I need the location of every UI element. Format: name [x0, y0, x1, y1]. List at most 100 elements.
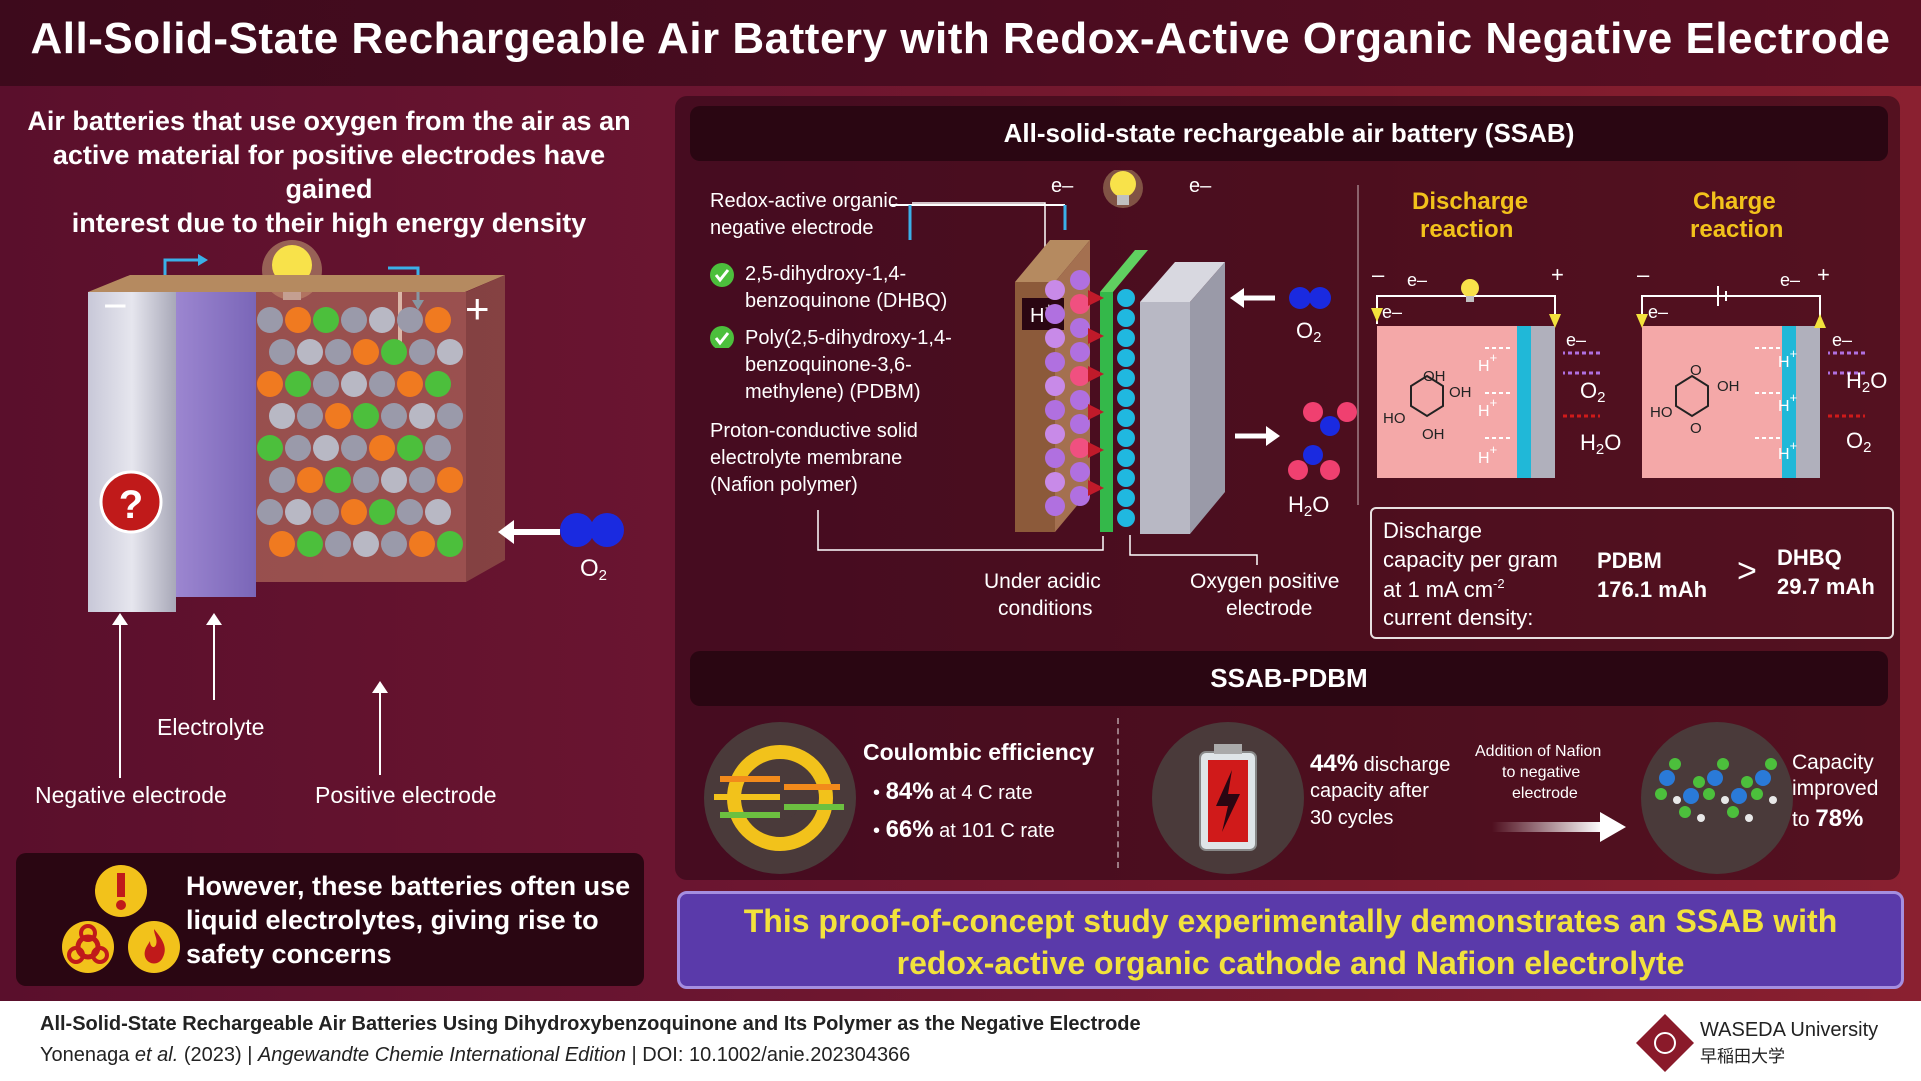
discharge-h2o: H2O — [1580, 430, 1622, 458]
nafion-membrane — [1100, 292, 1113, 532]
neg-electrode-label-1: Redox-active organic — [710, 190, 898, 212]
capacity-line-1: Discharge — [1383, 518, 1483, 543]
nafion-line-1: Addition of Nafion — [1475, 743, 1602, 760]
charge-title-2: reaction — [1690, 216, 1784, 243]
molecule-atom — [1727, 806, 1739, 818]
membrane-sphere — [1117, 469, 1135, 487]
membrane-label-2: electrolyte membrane — [710, 447, 903, 469]
electrode-particle — [425, 499, 451, 525]
molecule-atom — [1683, 788, 1699, 804]
charge-o2: O2 — [1846, 428, 1872, 456]
proton-arrow — [1088, 442, 1104, 458]
ssab-header: All-solid-state rechargeable air battery… — [690, 106, 1888, 161]
capacity-box — [1370, 507, 1894, 639]
dhbq-capacity: 29.7 mAh — [1777, 574, 1875, 599]
membrane-sphere — [1117, 389, 1135, 407]
conclusion-banner: This proof-of-concept study experimental… — [677, 891, 1904, 989]
ssab-cell-diagram: H + — [817, 170, 1357, 565]
check-icons — [710, 263, 734, 348]
redox-sphere — [1045, 448, 1065, 468]
electrode-particle — [297, 403, 323, 429]
membrane-sphere — [1117, 409, 1135, 427]
discharge-h2: H+ — [1478, 395, 1498, 420]
intro-line-1: Air batteries that use oxygen from the a… — [27, 106, 631, 136]
electrode-particle — [313, 499, 339, 525]
charge-ho: HO — [1650, 404, 1673, 421]
proton-arrow — [1088, 328, 1104, 344]
capacity-line-2: capacity per gram — [1383, 547, 1558, 572]
acidic-label-2: conditions — [998, 597, 1093, 620]
membrane-sphere — [1117, 509, 1135, 527]
molecule-icon — [1641, 722, 1793, 874]
oxygen-label-2: electrode — [1226, 597, 1313, 620]
title-bar — [0, 0, 1921, 86]
question-icon: ? — [99, 470, 163, 534]
charge-title-1: Charge — [1693, 188, 1776, 215]
electrolyte-label: Electrolyte — [157, 714, 265, 740]
electrode-particle — [425, 435, 451, 461]
electrode-particle — [257, 435, 283, 461]
electrode-particle — [325, 403, 351, 429]
nafion-line-3: electrode — [1512, 785, 1578, 802]
conclusion-line-2: redox-active organic cathode and Nafion … — [896, 945, 1685, 981]
electrolyte-block — [176, 292, 256, 597]
electrode-particle — [285, 307, 311, 333]
discharge-h1: H+ — [1478, 350, 1498, 375]
molecule-atom — [1731, 788, 1747, 804]
membrane-sphere — [1117, 329, 1135, 347]
dhbq-label-1: 2,5-dihydroxy-1,4- — [745, 263, 907, 285]
cap-line-2: improved — [1792, 777, 1879, 800]
membrane-label-1: Proton-conductive solid — [710, 420, 918, 442]
safety-text: However, these batteries often use liqui… — [186, 871, 631, 969]
electrode-particles — [257, 307, 463, 557]
pdbm-header: SSAB-PDBM — [690, 651, 1888, 706]
redox-spheres — [1045, 270, 1090, 516]
proton-arrow — [1088, 290, 1104, 306]
molecule-atom — [1673, 796, 1681, 804]
h2o-molecules — [1288, 402, 1357, 480]
membrane-sphere — [1117, 309, 1135, 327]
university-name-jp: 早稲田大学 — [1700, 1047, 1785, 1067]
charge-h2: H+ — [1778, 390, 1798, 415]
o2-label-left: O2 — [580, 555, 608, 584]
electrode-particle — [285, 371, 311, 397]
redox-sphere — [1070, 390, 1090, 410]
molecule-atom — [1721, 796, 1729, 804]
pdbm-label-2: benzoquinone-3,6- — [745, 354, 912, 376]
capacity-line-3: at 1 mA cm-2 — [1383, 576, 1505, 602]
o2-label-ssab: O2 — [1296, 318, 1322, 346]
proton-arrow — [1088, 404, 1104, 420]
battery-icon — [1152, 722, 1304, 874]
ce-item-1: • 84% at 4 C rate — [873, 778, 1033, 805]
membrane-sphere — [1117, 429, 1135, 447]
membrane-sphere — [1117, 349, 1135, 367]
hazard-icons — [62, 865, 180, 973]
electrode-particle — [437, 403, 463, 429]
redox-sphere — [1045, 472, 1065, 492]
waseda-logo-icon — [1636, 1014, 1694, 1072]
negative-electrode-label: Negative electrode — [35, 782, 227, 808]
neg-electrode-label-2: negative electrode — [710, 217, 874, 239]
molecule-atom — [1655, 788, 1667, 800]
citation-details: Yonenaga et al. (2023) | Angewandte Chem… — [40, 1044, 911, 1066]
electrode-particle — [369, 499, 395, 525]
charge-e3: e– — [1832, 330, 1853, 350]
redox-sphere — [1070, 462, 1090, 482]
molecule-atom — [1659, 770, 1675, 786]
o2-molecule-right — [1289, 287, 1331, 309]
dc-line-2: capacity after — [1310, 780, 1429, 802]
redox-sphere — [1045, 400, 1065, 420]
oxygen-label-1: Oxygen positive — [1190, 570, 1340, 593]
electrode-particle — [269, 403, 295, 429]
charge-h1: H+ — [1778, 346, 1798, 371]
discharge-e1: e– — [1407, 270, 1428, 290]
discharge-minus: – — [1372, 262, 1385, 287]
intro-text: Air batteries that use oxygen from the a… — [14, 104, 644, 240]
redox-sphere — [1070, 270, 1090, 290]
charge-oh-1: OH — [1717, 378, 1740, 395]
lightbulb-icon — [1461, 279, 1479, 302]
electrode-particle — [269, 531, 295, 557]
battery-diagram: ? — [88, 240, 624, 778]
electrode-particle — [397, 435, 423, 461]
oxygen-positive-electrode — [1140, 302, 1190, 534]
